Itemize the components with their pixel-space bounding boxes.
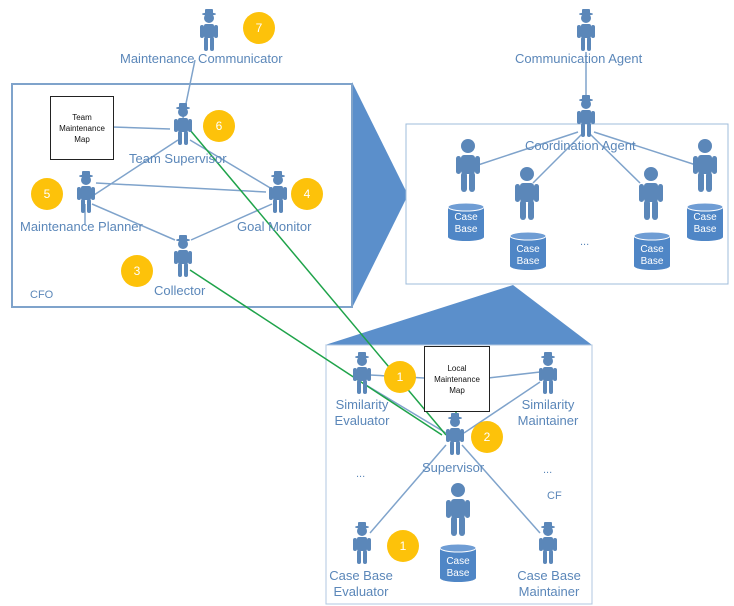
- label-team-supervisor: Team Supervisor: [129, 151, 227, 166]
- badge-1-bottom: 1: [387, 530, 419, 562]
- label-maintenance-communicator: Maintenance Communicator: [120, 51, 283, 66]
- badge-5: 5: [31, 178, 63, 210]
- team-map-label: Team Maintenance Map: [59, 112, 105, 144]
- badge-7: 7: [243, 12, 275, 44]
- label-cfo: CFO: [30, 289, 54, 301]
- team-maintenance-map: Team Maintenance Map: [50, 96, 114, 160]
- case-base-label-1: Case Base: [454, 212, 478, 235]
- case-base-label-cf: Case Base: [446, 556, 470, 579]
- zoom-triangle-right: [352, 82, 408, 308]
- label-maintenance-planner: Maintenance Planner: [20, 219, 143, 234]
- cfo-links: [84, 126, 273, 241]
- badge-3: 3: [121, 255, 153, 287]
- label-case-base-maintainer: Case Base Maintainer: [517, 568, 581, 599]
- badge-2: 2: [471, 421, 503, 453]
- agent-communication-agent: [577, 9, 595, 51]
- label-case-base-evaluator: Case Base Evaluator: [329, 568, 393, 599]
- case-base-label-4: Case Base: [693, 212, 717, 235]
- case-base-label-3: Case Base: [640, 244, 664, 267]
- badge-1-top: 1: [384, 361, 416, 393]
- cf-ellipsis-right: ...: [543, 464, 553, 476]
- label-goal-monitor: Goal Monitor: [237, 219, 312, 234]
- label-communication-agent: Communication Agent: [515, 51, 643, 66]
- local-maintenance-map: Local Maintenance Map: [424, 346, 490, 412]
- label-cf: CF: [547, 490, 562, 502]
- label-collector: Collector: [154, 283, 206, 298]
- label-similarity-evaluator: Similarity Evaluator: [334, 397, 390, 428]
- zoom-triangle-bottom: [325, 285, 592, 345]
- agent-maintenance-communicator: [200, 9, 218, 51]
- cf-ellipsis-left: ...: [356, 468, 366, 480]
- case-base-label-2: Case Base: [516, 244, 540, 267]
- coordination-links: [477, 131, 697, 184]
- badge-4: 4: [291, 178, 323, 210]
- label-coordination-agent: Coordination Agent: [525, 138, 636, 153]
- label-supervisor: Supervisor: [422, 460, 485, 475]
- local-map-label: Local Maintenance Map: [434, 363, 480, 395]
- coordination-ellipsis: ...: [580, 236, 590, 248]
- label-similarity-maintainer: Similarity Maintainer: [517, 397, 579, 428]
- badge-6: 6: [203, 110, 235, 142]
